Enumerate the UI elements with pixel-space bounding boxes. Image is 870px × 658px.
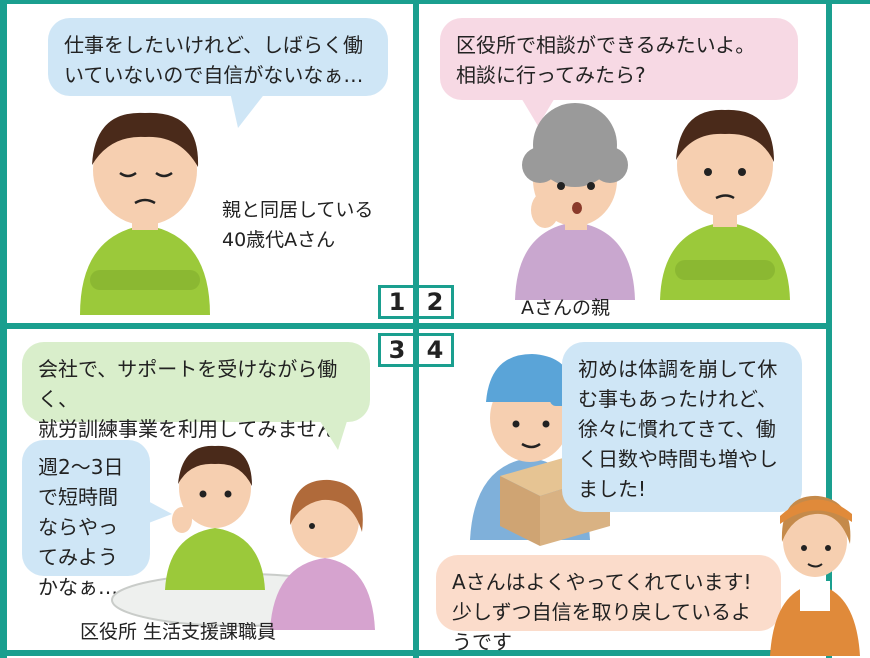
panel1-bubble-tail — [230, 92, 266, 128]
panel3-speech-bubble-top: 会社で、サポートを受けながら働く、 就労訓練事業を利用してみませんか? — [22, 342, 370, 471]
panel-number-4: 4 — [416, 333, 454, 367]
frame-left — [0, 0, 7, 658]
person-a-thinking — [165, 445, 265, 590]
elderly-parent — [515, 103, 635, 300]
panel-number-2: 2 — [416, 285, 454, 319]
welfare-staff — [270, 479, 375, 630]
person-a-listening — [660, 109, 790, 300]
panel2-bubble-line1: 区役所で相談ができるみたいよ。 — [456, 33, 756, 57]
panel4-bubble-bottom-line2: 少しずつ自信を取り戻しているようです — [452, 600, 751, 654]
company-staff — [770, 495, 860, 656]
panel2-bubble-tail — [520, 96, 556, 126]
frame-right — [826, 0, 832, 658]
panel3-caption: 区役所 生活支援課職員 — [80, 621, 277, 643]
panel2-speech-bubble: 区役所で相談ができるみたいよ。 相談に行ってみたら? — [440, 18, 798, 100]
panel2-caption: Aさんの親 — [521, 297, 610, 319]
panel-number-1: 1 — [378, 285, 416, 319]
panel3-speech-bubble-left: 週2〜3日で短時間ならやってみようかなぁ… — [22, 440, 150, 599]
panel3-bubble-left-tail — [146, 500, 172, 524]
panel1-speech-bubble: 仕事をしたいけれど、しばらく働いていないので自信がないなぁ… — [48, 18, 388, 96]
panel3-bubble-top-tail — [318, 418, 348, 450]
frame-middle-vertical — [413, 0, 419, 658]
panel-number-3: 3 — [378, 333, 416, 367]
person-a-sad — [80, 112, 210, 315]
frame-top — [0, 0, 870, 4]
panel4-speech-bubble-bottom: Aさんはよくやってくれています! 少しずつ自信を取り戻しているようです — [436, 555, 781, 654]
panel2-bubble-line2: 相談に行ってみたら? — [456, 63, 646, 87]
panel4-bubble-bottom-line1: Aさんはよくやってくれています! — [452, 570, 752, 594]
panel4-speech-bubble-right: 初めは体調を崩して休む事もあったけれど、徐々に慣れてきて、働く日数や時間も増やし… — [562, 342, 802, 512]
panel1-caption-line1: 親と同居している — [222, 199, 374, 221]
panel3-bubble-top-line1: 会社で、サポートを受けながら働く、 — [38, 357, 338, 411]
frame-middle-horizontal — [0, 323, 832, 329]
panel1-caption-line2: 40歳代Aさん — [222, 229, 336, 251]
